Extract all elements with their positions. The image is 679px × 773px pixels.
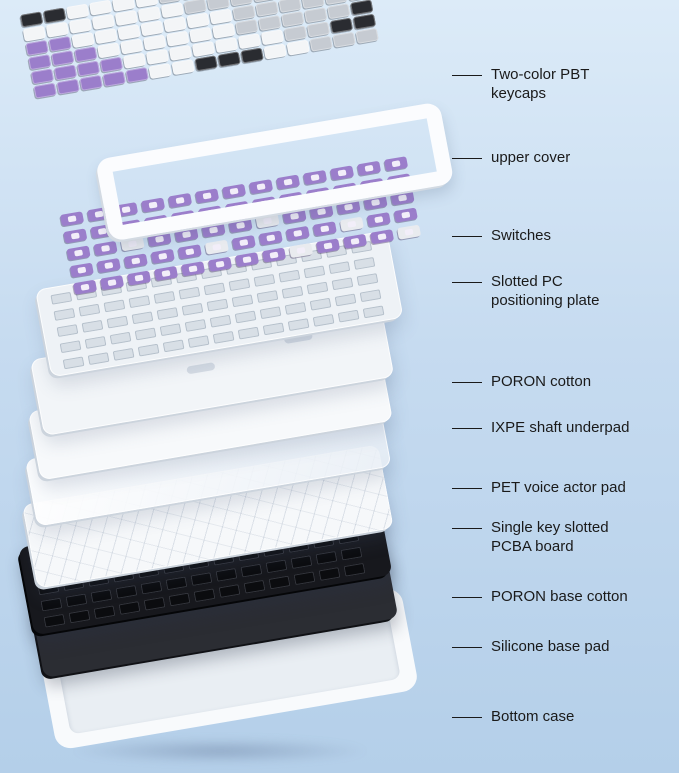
callout-label: upper cover [491, 149, 571, 166]
callout-positioning-plate: Slotted PC positioning plate [452, 273, 631, 311]
callout-upper-cover: upper cover [452, 149, 570, 168]
callout-bottom-case: Bottom case [452, 708, 574, 727]
leader-line [452, 597, 482, 598]
leader-line [452, 488, 482, 489]
callout-label: Single key slotted PCBA board [491, 519, 609, 555]
callout-pcba-board: Single key slotted PCBA board [452, 519, 631, 557]
callout-poron-base-cotton: PORON base cotton [452, 588, 628, 607]
callout-label: Bottom case [491, 708, 575, 725]
callout-label: PET voice actor pad [491, 479, 626, 496]
callout-label: Switches [491, 227, 552, 244]
callout-label: PORON base cotton [491, 588, 628, 605]
leader-line [452, 428, 482, 429]
leader-line [452, 647, 482, 648]
callout-label: Slotted PC positioning plate [491, 273, 600, 309]
callout-pet-pad: PET voice actor pad [452, 479, 626, 498]
callout-keycaps: Two-color PBT keycaps [452, 66, 631, 104]
leader-line [452, 282, 482, 283]
leader-line [452, 717, 482, 718]
leader-line [452, 158, 482, 159]
callout-ixpe-underpad: IXPE shaft underpad [452, 419, 629, 438]
leader-line [452, 382, 482, 383]
callout-silicone-base-pad: Silicone base pad [452, 638, 609, 657]
leader-line [452, 75, 482, 76]
callout-switches: Switches [452, 227, 551, 246]
callout-label: Silicone base pad [491, 638, 610, 655]
callout-label: IXPE shaft underpad [491, 419, 630, 436]
leader-line [452, 236, 482, 237]
ground-shadow [70, 738, 370, 764]
leader-line [452, 528, 482, 529]
callout-label: PORON cotton [491, 373, 592, 390]
callout-poron-cotton: PORON cotton [452, 373, 591, 392]
callout-label: Two-color PBT keycaps [491, 66, 590, 102]
